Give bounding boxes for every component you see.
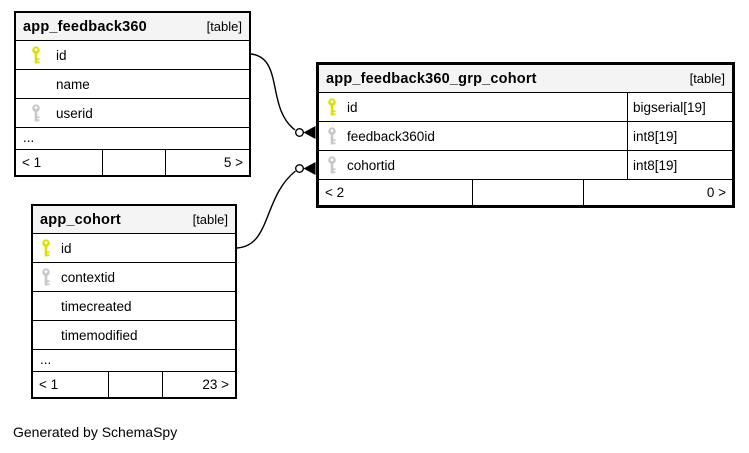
foreign-key-icon [42, 268, 50, 286]
children-count: < 1 [39, 377, 59, 392]
children-count: < 1 [22, 155, 42, 170]
column-name: name [56, 76, 90, 92]
table-app-feedback360-grp-cohort: app_feedback360_grp_cohort [table] id bi… [316, 62, 735, 208]
column-type: int8[19] [627, 122, 732, 150]
relationship-line [250, 53, 296, 131]
column-name: cohortid [347, 157, 396, 173]
relationship-line [236, 170, 296, 249]
table-footer: < 1 23 > [33, 372, 235, 397]
foreign-key-icon [328, 156, 336, 174]
table-app-cohort: app_cohort [table] id contextid [31, 204, 237, 399]
column-type: bigserial[19] [627, 93, 732, 121]
table-type-badge: [table] [192, 212, 228, 227]
table-name-link[interactable]: app_cohort [40, 211, 121, 228]
column-row: timecreated [33, 292, 235, 321]
column-row: name [16, 70, 249, 99]
table-type-badge: [table] [206, 19, 242, 34]
footer-spacer [107, 372, 163, 397]
relationship-cohortid [236, 162, 316, 249]
table-header: app_feedback360 [table] [16, 13, 249, 41]
table-header: app_cohort [table] [33, 206, 235, 234]
table-type-badge: [table] [689, 71, 725, 86]
ellipsis-row: ... [16, 128, 249, 150]
column-row: feedback360id int8[19] [319, 122, 732, 151]
cardinality-dot-icon [295, 163, 305, 173]
column-row: cohortid int8[19] [319, 151, 732, 180]
table-footer: < 1 5 > [16, 150, 249, 175]
parents-count: 23 > [162, 372, 235, 397]
foreign-key-icon [328, 127, 336, 145]
column-row: id [33, 234, 235, 263]
column-row: timemodified [33, 321, 235, 350]
column-row: id [16, 41, 249, 70]
primary-key-icon [32, 46, 40, 64]
parents-count: 5 > [165, 150, 249, 175]
column-row: id bigserial[19] [319, 93, 732, 122]
column-name: userid [56, 105, 93, 121]
cardinality-dot-icon [295, 127, 305, 137]
foreign-key-icon [32, 104, 40, 122]
column-name: timecreated [61, 298, 132, 314]
column-row: userid [16, 99, 249, 128]
parents-count: 0 > [583, 180, 732, 205]
arrowhead-icon [303, 162, 316, 175]
table-name-link[interactable]: app_feedback360 [23, 18, 147, 35]
ellipsis-row: ... [33, 350, 235, 372]
generated-by-note: Generated by SchemaSpy [13, 424, 178, 440]
column-name: id [61, 240, 72, 256]
table-footer: < 2 0 > [319, 180, 732, 205]
primary-key-icon [328, 98, 336, 116]
relationship-feedback360id [250, 53, 316, 139]
table-app-feedback360: app_feedback360 [table] id name [14, 11, 251, 177]
footer-spacer [102, 150, 165, 175]
column-row: contextid [33, 263, 235, 292]
arrowhead-icon [303, 126, 316, 139]
table-header: app_feedback360_grp_cohort [table] [319, 65, 732, 93]
column-name: id [347, 99, 358, 115]
table-name-link[interactable]: app_feedback360_grp_cohort [326, 70, 537, 87]
footer-spacer [471, 180, 584, 205]
column-name: id [56, 47, 67, 63]
primary-key-icon [42, 239, 50, 257]
column-name: timemodified [61, 327, 138, 343]
column-name: feedback360id [347, 128, 435, 144]
column-type: int8[19] [627, 151, 732, 179]
children-count: < 2 [325, 185, 345, 200]
column-name: contextid [61, 269, 116, 285]
